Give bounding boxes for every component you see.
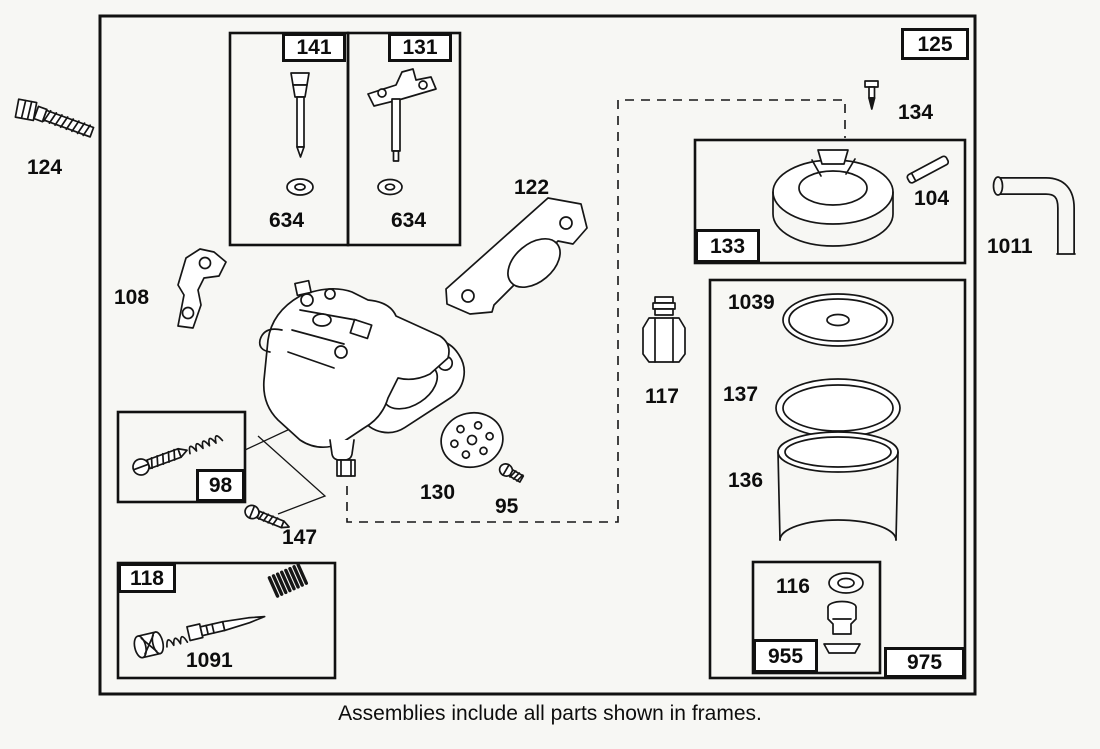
part-label-122: 122 <box>514 176 550 199</box>
spacer-122-drawing <box>445 197 588 315</box>
part-label-1011: 1011 <box>987 235 1033 258</box>
needle-141-drawing <box>286 72 314 196</box>
part-label-133: 133 <box>695 229 760 263</box>
float-133-drawing <box>772 149 894 247</box>
part-label-98: 98 <box>196 469 245 502</box>
part-label-134: 134 <box>898 101 934 124</box>
nut-955-drawing <box>823 600 861 654</box>
frame-955 <box>751 560 882 675</box>
part-label-130: 130 <box>420 481 456 504</box>
main-frame <box>98 14 977 696</box>
screw-147-drawing <box>244 504 290 529</box>
spring-98-drawing <box>188 435 224 455</box>
oring-137-drawing <box>775 378 901 438</box>
part-label-975: 975 <box>884 647 965 678</box>
part-label-634-left: 634 <box>269 209 305 232</box>
screw-95-drawing <box>498 463 525 483</box>
assembly-connector-dashed-line <box>346 99 846 523</box>
inlet-fitting-117-drawing <box>642 296 686 363</box>
throttle-shaft-131-drawing <box>367 68 437 196</box>
needle-134-drawing <box>864 80 879 110</box>
part-label-104: 104 <box>914 187 950 210</box>
part-label-955: 955 <box>753 639 818 673</box>
screw-98-drawing <box>132 447 188 476</box>
needle-1091-drawing <box>133 615 266 659</box>
cup-136-drawing <box>777 431 899 541</box>
part-label-95: 95 <box>495 495 519 518</box>
part-label-137: 137 <box>723 383 759 406</box>
part-label-1091: 1091 <box>186 649 233 672</box>
part-label-131: 131 <box>388 33 452 62</box>
carburetor-drawing <box>258 279 466 477</box>
part-label-118: 118 <box>118 563 176 593</box>
frame-118 <box>116 561 337 680</box>
leader-line-147 <box>257 435 327 515</box>
spring-118-drawing <box>267 563 309 598</box>
bracket-108-drawing <box>177 248 227 329</box>
pin-104-drawing <box>906 155 950 184</box>
frame-133 <box>693 138 967 265</box>
pump-cover-130-drawing <box>440 411 504 469</box>
gasket-1039-drawing <box>782 293 894 347</box>
washer-116-drawing <box>828 572 864 594</box>
part-label-116: 116 <box>776 575 810 598</box>
part-label-1039: 1039 <box>728 291 775 314</box>
frame-98 <box>116 410 247 504</box>
part-label-141: 141 <box>282 33 346 62</box>
frame-975 <box>708 278 967 680</box>
part-label-124: 124 <box>27 156 63 179</box>
part-label-136: 136 <box>728 469 764 492</box>
hose-1011-drawing <box>992 176 1076 255</box>
caption-text: Assemblies include all parts shown in fr… <box>338 702 762 725</box>
part-label-108: 108 <box>114 286 150 309</box>
part-label-147: 147 <box>282 526 318 549</box>
part-label-125: 125 <box>901 28 969 60</box>
leader-line-98 <box>244 427 293 451</box>
part-label-117: 117 <box>645 385 679 408</box>
bolt-124-drawing <box>14 98 95 138</box>
part-label-634-right: 634 <box>391 209 427 232</box>
